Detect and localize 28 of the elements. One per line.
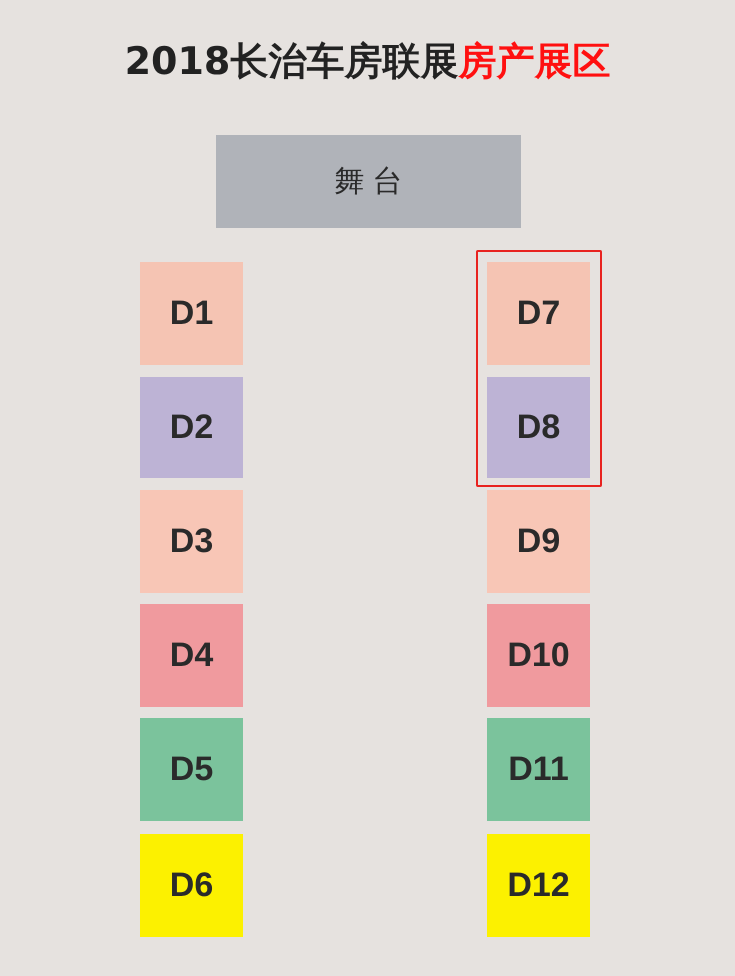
booth-label: D12 [507,866,570,905]
booth [487,834,590,937]
booth [487,490,590,593]
stage [216,135,521,228]
booth-label: D1 [170,294,214,333]
booth-label: D2 [170,408,214,447]
booth-label: D6 [170,866,214,905]
booth-label: D8 [516,408,560,447]
booth [140,490,243,593]
booth-label: D10 [507,636,570,675]
title: 2018长治车房联展房产展区 [124,38,612,85]
booth-label: D4 [170,636,214,675]
booth [140,834,243,937]
booth [487,262,590,365]
booth [140,604,243,707]
booth-label: D5 [170,750,214,789]
booth [140,377,243,478]
booth [487,377,590,478]
stage-label: 舞 台 [334,164,403,200]
booth [487,604,590,707]
booth-label: D11 [508,750,569,789]
booth-label: D9 [516,522,560,561]
booth [487,718,590,821]
booth [140,718,243,821]
highlight-frame [476,250,602,487]
booth-label: D7 [516,294,560,333]
booth [140,262,243,365]
booth-label: D3 [170,522,214,561]
